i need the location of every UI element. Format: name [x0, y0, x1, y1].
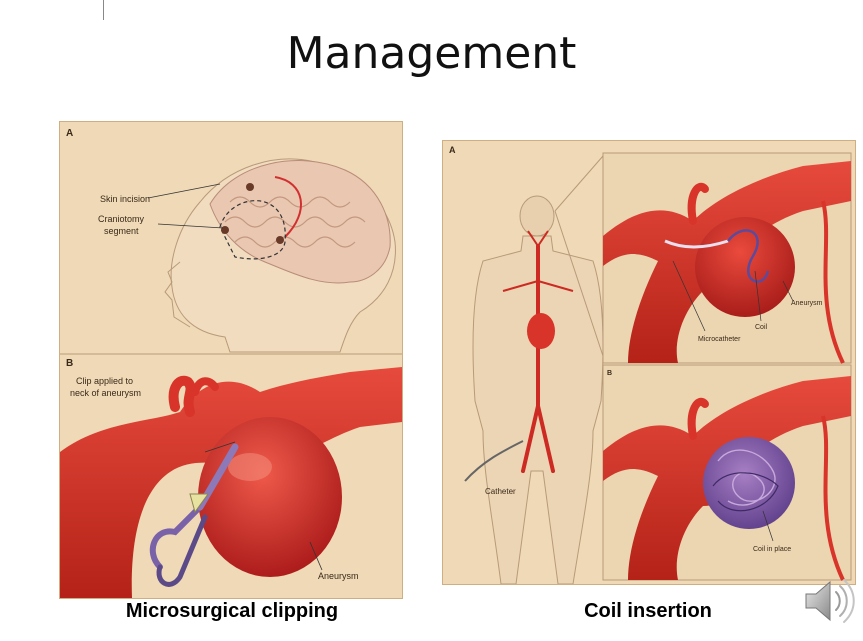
microcatheter-label: Microcatheter [698, 336, 741, 343]
craniotomy-label-line1: Craniotomy [98, 214, 145, 224]
panel-b-letter: B [66, 358, 73, 369]
body-catheter-illustration [464, 155, 604, 584]
slide-edge-mark [103, 0, 104, 20]
catheter-label: Catheter [485, 487, 516, 496]
panel-a-letter: A [66, 128, 73, 139]
clipping-figure: A Skin incision Craniotomy segment B Cli… [59, 121, 403, 599]
inset-b-coil-illustration [603, 376, 851, 581]
inset-a-microcatheter-illustration [603, 161, 851, 364]
craniotomy-label-line2: segment [104, 226, 139, 236]
aneurysm-label-right: Aneurysm [791, 300, 823, 307]
slide-title: Management [286, 28, 577, 79]
coil-in-place-label: Coil in place [753, 546, 791, 553]
clip-label-line2: neck of aneurysm [70, 388, 141, 398]
panel-a-letter-right: A [449, 145, 456, 155]
panel-a-head-illustration [60, 158, 402, 355]
skin-incision-label: Skin incision [100, 194, 150, 204]
coil-label: Coil [755, 324, 768, 331]
panel-b-letter-right: B [607, 370, 612, 377]
coil-figure: A Catheter Aneurysm Coil Microcatheter B [442, 140, 856, 585]
clipping-caption: Microsurgical clipping [125, 600, 339, 622]
aneurysm-label-left: Aneurysm [318, 571, 359, 581]
coil-caption: Coil insertion [584, 600, 712, 622]
speaker-icon[interactable] [800, 572, 858, 630]
panel-b-clipping-illustration [60, 367, 402, 598]
clip-label-line1: Clip applied to [76, 376, 133, 386]
